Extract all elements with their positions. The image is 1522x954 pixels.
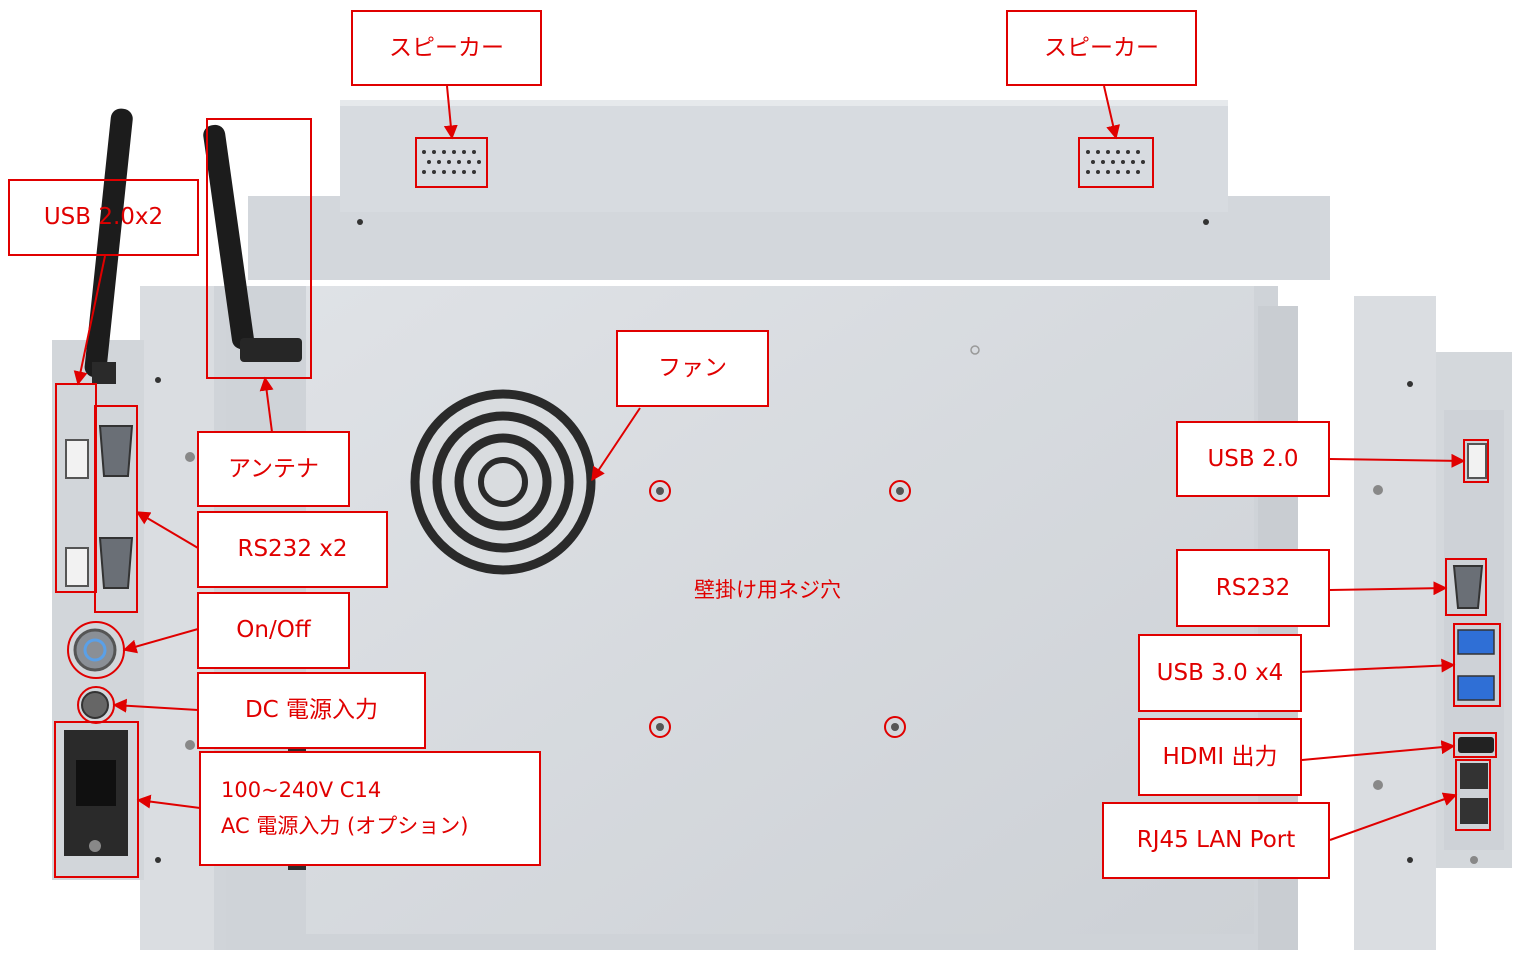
onoff-label: On/Off bbox=[236, 617, 311, 644]
leader-arrows bbox=[73, 85, 1466, 841]
rs232-label: RS232 bbox=[1215, 574, 1291, 601]
callout-usb2x2: USB 2.0x2 bbox=[8, 179, 199, 256]
dc-power-label: DC 電源入力 bbox=[244, 697, 379, 724]
callout-ac-power: 100~240V C14 AC 電源入力 (オプション) bbox=[199, 751, 541, 866]
callout-speaker-left: スピーカー bbox=[351, 10, 542, 86]
ac-power-line2: AC 電源入力 (オプション) bbox=[221, 813, 469, 838]
usb2x2-label: USB 2.0x2 bbox=[43, 204, 164, 231]
rj45-label: RJ45 LAN Port bbox=[1136, 827, 1296, 854]
rs232x2-label: RS232 x2 bbox=[237, 536, 348, 563]
wall-mount-holes bbox=[649, 480, 911, 738]
callout-rj45: RJ45 LAN Port bbox=[1102, 802, 1330, 879]
usb20-label: USB 2.0 bbox=[1207, 445, 1299, 472]
callout-speaker-right: スピーカー bbox=[1006, 10, 1197, 86]
antenna-label: アンテナ bbox=[227, 455, 320, 482]
antenna-left bbox=[84, 108, 133, 384]
callout-fan: ファン bbox=[616, 330, 769, 407]
left-ports bbox=[64, 425, 134, 856]
fan-vent bbox=[410, 389, 596, 575]
callout-usb30x4: USB 3.0 x4 bbox=[1138, 634, 1302, 712]
callout-antenna: アンテナ bbox=[197, 431, 350, 507]
callout-hdmi: HDMI 出力 bbox=[1138, 718, 1302, 796]
callout-rs232x2: RS232 x2 bbox=[197, 511, 388, 588]
callout-dc-power: DC 電源入力 bbox=[197, 672, 426, 749]
ac-power-line1: 100~240V C14 bbox=[221, 777, 382, 802]
speaker-right-label: スピーカー bbox=[1044, 34, 1159, 61]
speaker-grille-right bbox=[1086, 150, 1145, 174]
top-view bbox=[248, 100, 1330, 280]
callout-rs232: RS232 bbox=[1176, 549, 1330, 627]
right-ports bbox=[1452, 443, 1495, 824]
usb30x4-label: USB 3.0 x4 bbox=[1156, 659, 1284, 686]
hdmi-label: HDMI 出力 bbox=[1162, 743, 1278, 770]
callout-onoff: On/Off bbox=[197, 592, 350, 669]
fan-label: ファン bbox=[658, 355, 727, 382]
wall-mount-label: 壁掛け用ネジ穴 bbox=[694, 578, 841, 602]
callout-usb20: USB 2.0 bbox=[1176, 421, 1330, 497]
speaker-left-label: スピーカー bbox=[389, 34, 504, 61]
antenna-right bbox=[203, 124, 302, 362]
speaker-grille-left bbox=[422, 150, 481, 174]
